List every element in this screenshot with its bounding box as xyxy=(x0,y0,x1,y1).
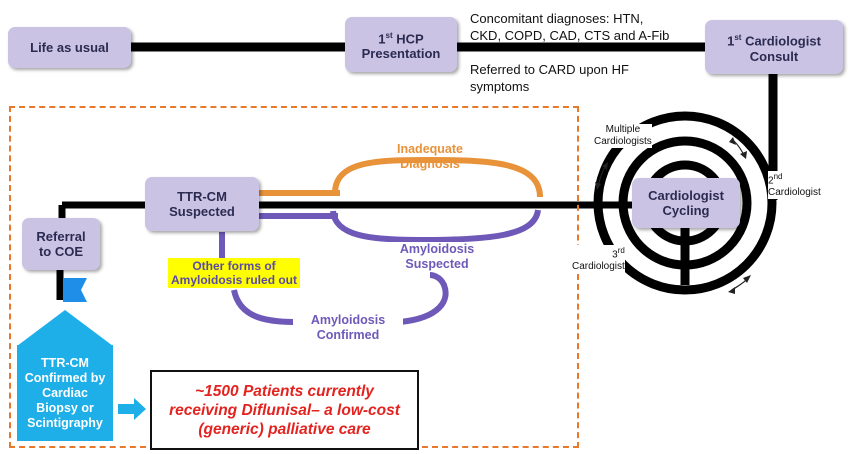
first-hcp-line2: Presentation xyxy=(361,46,441,62)
ttr-cm-suspected-box: TTR-CM Suspected xyxy=(145,177,259,231)
flag-icon xyxy=(63,278,87,302)
third-cardiologist-label: 3rd Cardiologist xyxy=(572,245,625,274)
first-cardio-line2: Consult xyxy=(749,48,799,64)
referred-to-card-note: Referred to CARD upon HF symptoms xyxy=(470,62,629,94)
second-cardiologist-label: 2nd Cardiologist xyxy=(768,171,821,200)
life-as-usual-box: Life as usual xyxy=(8,27,131,68)
amyloidosis-confirmed-label: Amyloidosis Confirmed xyxy=(293,313,403,343)
first-hcp-line1: 1st HCP xyxy=(378,30,424,47)
other-forms-ruled-out-label: Other forms of Amyloidosis ruled out xyxy=(168,258,301,288)
amyloidosis-suspected-label: Amyloidosis Suspected xyxy=(382,242,492,272)
cardiologist-cycling-box: Cardiologist Cycling xyxy=(632,178,740,228)
inadequate-diagnosis-label: Inadequate Diagnosis xyxy=(397,142,463,171)
confirmed-pentagon-shape xyxy=(17,310,113,346)
diflunisal-callout: ~1500 Patients currently receiving Diflu… xyxy=(150,370,419,450)
orange-loop xyxy=(332,156,543,198)
multiple-cardiologists-label: Multiple Cardiologists xyxy=(594,124,652,148)
concomitant-diagnoses-note: Concomitant diagnoses: HTN, CKD, COPD, C… xyxy=(470,11,670,43)
referral-to-coe-box: Referral to COE xyxy=(22,218,100,270)
first-cardio-line1: 1st Cardiologist xyxy=(727,33,821,49)
life-as-usual-label: Life as usual xyxy=(30,40,109,55)
first-hcp-presentation-box: 1st HCP Presentation xyxy=(345,17,457,72)
ttr-cm-confirmed-box: TTR-CM Confirmed by Cardiac Biopsy or Sc… xyxy=(17,345,113,441)
purple-loop-lower xyxy=(231,272,449,325)
purple-loop-upper xyxy=(330,209,541,244)
right-arrow-icon xyxy=(118,398,146,420)
first-cardiologist-consult-box: 1st Cardiologist Consult xyxy=(705,20,843,74)
